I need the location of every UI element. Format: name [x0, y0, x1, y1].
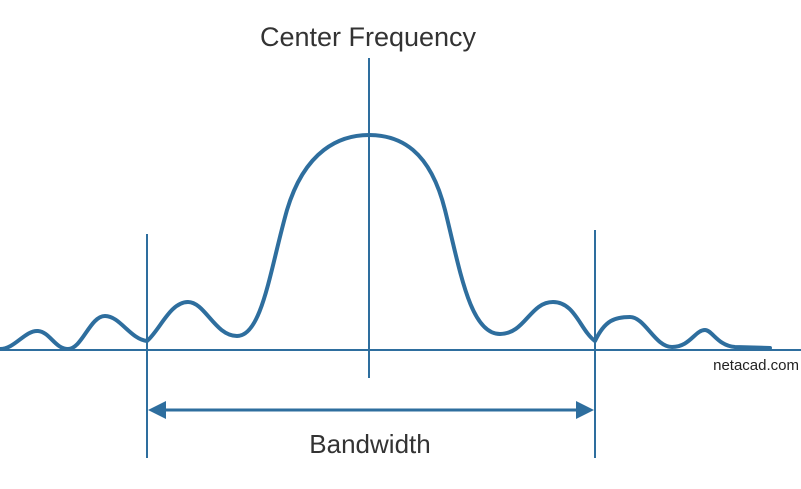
- bandwidth-arrow-right-head: [576, 401, 594, 419]
- center-frequency-label: Center Frequency: [259, 22, 477, 52]
- bandwidth-arrow-left-head: [148, 401, 166, 419]
- source-credit: netacad.com: [713, 357, 799, 374]
- bandwidth-label: Bandwidth: [309, 429, 431, 459]
- signal-spectrum-curve: [0, 133, 772, 351]
